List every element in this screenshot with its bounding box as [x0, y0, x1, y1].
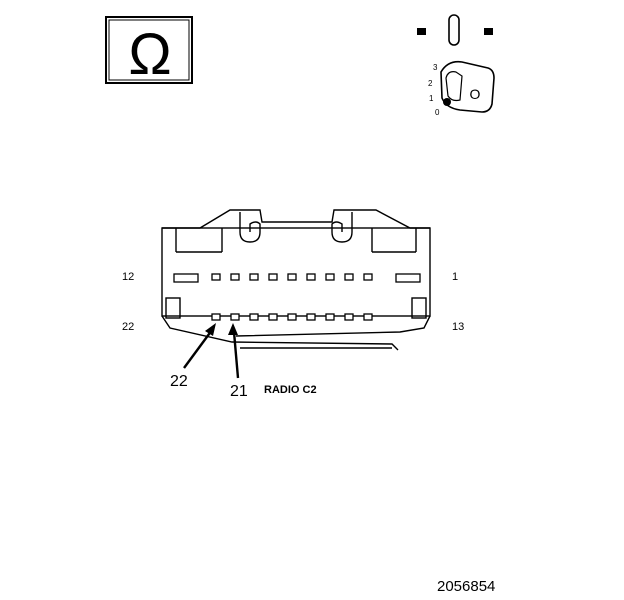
callout-label-22: 22: [170, 373, 188, 390]
pin-cavity: [344, 313, 354, 321]
ohm-glyph: Ω: [128, 22, 171, 87]
pin-row-top: [173, 273, 421, 283]
connector-name: RADIO C2: [264, 384, 317, 396]
left-latch: [239, 212, 261, 243]
pin-cavity: [344, 273, 354, 281]
callout-arrow-22: [183, 329, 213, 369]
pin-cavity: [287, 273, 297, 281]
pin-cavity: [230, 313, 240, 321]
pin-cavity: [325, 273, 335, 281]
pin-cavity: [249, 273, 259, 281]
right-key-block: [411, 297, 427, 319]
pin-label-1: 1: [452, 271, 458, 283]
key-letter: O: [470, 86, 481, 102]
key-position-3: 3: [433, 63, 438, 72]
arrow-head-22-icon: [205, 323, 216, 336]
pin-cavity: [363, 313, 373, 321]
callout-label-21: 21: [230, 383, 248, 400]
ignition-key-icon: O 3 2 1 0: [428, 60, 495, 117]
pin-cavity: [211, 273, 221, 281]
key-position-2: 2: [428, 79, 433, 88]
pin-cavity: [268, 313, 278, 321]
right-latch: [331, 212, 353, 243]
pin-row-bottom: [211, 313, 373, 321]
connector-bottom-skirt: [161, 315, 431, 351]
pin-label-13: 13: [452, 321, 464, 333]
pin-cavity: [211, 313, 221, 321]
pin-cavity: [287, 313, 297, 321]
key-position-0: 0: [435, 108, 440, 117]
pin-cavity-wide-left: [173, 273, 199, 283]
arrow-head-21-icon: [228, 323, 238, 335]
connector-top-shroud: [162, 209, 430, 229]
connector-outer-body: [161, 227, 431, 317]
pin-cavity: [306, 273, 316, 281]
pin-cavity-wide-right: [395, 273, 421, 283]
callout-arrow-21: [232, 331, 240, 379]
pin-label-12: 12: [122, 271, 134, 283]
left-key-block: [165, 297, 181, 319]
pin-cavity: [306, 313, 316, 321]
indicator-dots-icon: [417, 14, 493, 46]
pin-cavity: [268, 273, 278, 281]
pin-label-22: 22: [122, 321, 134, 333]
key-position-1: 1: [429, 94, 434, 103]
ohm-symbol-icon: Ω: [105, 16, 193, 87]
pin-cavity: [230, 273, 240, 281]
pin-cavity: [249, 313, 259, 321]
callout-arrows: [183, 323, 240, 379]
pin-cavity: [325, 313, 335, 321]
figure-number: 2056854: [437, 578, 495, 595]
pin-cavity: [363, 273, 373, 281]
